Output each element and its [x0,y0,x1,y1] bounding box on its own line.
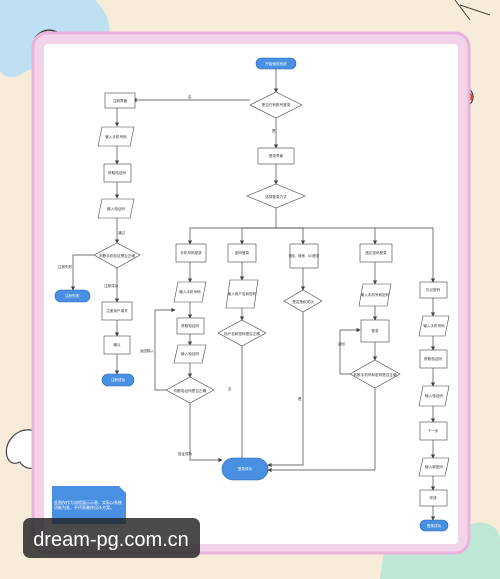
m3-decision-authorized [283,289,323,313]
m1-get-code-node [176,317,205,335]
decision-login-method [246,183,306,209]
login-screen-node [257,147,295,165]
m5-input-phone-text: 输入手机号码 [423,323,445,328]
m4-decision-text: 判断手机号和密码是否正确 [353,372,397,377]
start-terminal [255,57,297,70]
label-reg-fail: 注册失败 [58,264,72,269]
forgot-password-text: 忘记密码 [426,287,441,292]
method-phone-text: 手机号码登录 [180,250,202,255]
m2-decision-credentials-text: 用户名和密码是否正确 [224,331,260,336]
m1-decision-code [165,376,215,404]
get-code-text: 获取验证码 [108,170,126,175]
m2-decision-credentials [217,319,267,347]
start-terminal-text: 开始使用系统 [265,61,287,66]
method-forgot-login-text: 遗忘密码登录 [365,250,387,255]
m4-input-text: 输入手机号和密码 [361,292,390,297]
top-right-lines-decoration [454,0,491,21]
note-text: 此图仅作为流程展示示意，实际以系统功能为准，不代表最终设计方案。 [54,500,122,510]
end-terminal [221,457,269,481]
m1-input-code-node [173,344,207,364]
m1-input-phone-node [173,281,207,303]
label-back: 返回 [338,341,346,346]
m1-get-code-text: 获取验证码 [181,323,199,328]
m2-input-credentials-text: 输入用户名和密码 [228,291,257,296]
register-fail-terminal [54,289,91,303]
watermark-background [23,518,200,558]
method-social-text: 微信、微博、QQ登录 [289,253,320,258]
m5-done-text: 完成 [429,495,437,500]
method-social-node [289,243,319,269]
m5-new-password-text: 输入新密码 [425,464,443,469]
m5-new-password-node [418,457,450,477]
m4-decision [349,359,401,389]
m4-login-text: 登录 [371,328,379,333]
note-box-shape [52,486,126,524]
decision-verify-code-text: 判断手机验证是否正确 [99,253,135,258]
m1-decision-code-text: 判断验证码是否正确 [174,388,207,393]
set-user-info-node [101,301,133,321]
method-forgot-login-node [359,243,393,263]
note-box-text-container: 此图仅作为流程展示示意，实际以系统功能为准，不代表最终设计方案。 [54,500,122,510]
label-m1-fail: 返回输入 [140,348,154,353]
note-box: 此图仅作为流程展示示意，实际以系统功能为准，不代表最终设计方案。 [52,486,126,524]
get-code-node [103,163,132,183]
forgot-password-node [419,281,448,299]
m2-input-credentials-node [225,279,259,309]
label-m1-ok: 验证成功 [178,451,192,456]
decision-has-account-text: 是否已有账号登录 [262,102,291,107]
label-reg-ok: 注册成功 [104,283,118,288]
label-pass: 通过 [118,230,125,235]
input-code-text: 输入验证码 [107,206,125,211]
m5-end-terminal [419,519,449,532]
m5-input-phone-node [418,315,450,337]
m5-get-code-node [419,349,448,369]
set-user-info-text: 注册用户填写 [106,308,128,313]
m5-next-text: 下一步 [428,428,439,433]
label-yes: 是 [272,128,276,133]
connector-labels: 否 是 通过 注册失败 注册成功 返回输入 验证成功 否 是 返回 [58,95,346,456]
method-password-node [227,243,257,263]
connector-lines [70,68,436,521]
register-success-text: 注册成功 [111,377,126,382]
m4-input-node [358,283,392,307]
input-phone-text: 输入手机号码 [105,134,127,139]
m5-next-node [419,421,448,441]
watermark: dream-pg.com.cn [23,518,200,558]
decision-login-method-text: 选择登录方式 [265,194,287,199]
decision-verify-code [93,242,141,269]
label-no2: 否 [228,387,232,391]
login-screen-text: 登录界面 [269,153,284,158]
register-fail-text: 注册失败 [65,293,80,298]
input-code-node [97,198,135,219]
input-phone-node [97,126,135,147]
m5-done-node [419,489,448,507]
register-screen-text: 注册界面 [113,98,128,103]
method-phone-node [175,243,207,263]
m5-input-code-node [418,385,450,407]
label-no: 否 [188,95,192,99]
method-password-text: 密码登录 [235,250,250,255]
register-success-terminal [101,373,135,387]
m5-get-code-text: 获取验证码 [424,356,442,361]
label-yes2: 是 [298,396,302,401]
register-confirm-text: 确认 [113,342,121,347]
register-screen-node [104,92,136,109]
m3-decision-authorized-text: 是否授权成功 [292,299,314,304]
end-terminal-text: 登录成功 [238,466,253,471]
watermark-text: dream-pg.com.cn [33,529,189,551]
m4-login-node [360,319,390,343]
flowchart-nodes: 开始使用系统 是否已有账号登录 注册界面 输入手机号码 获取验证码 输入验证码 … [54,57,450,532]
m5-end-text: 登录成功 [427,523,442,528]
register-confirm-node [103,335,131,355]
m1-input-code-text: 输入验证码 [181,351,199,356]
decision-has-account [249,91,303,119]
m5-input-code-text: 输入验证码 [425,393,443,398]
m1-input-phone-text: 输入手机号码 [179,289,201,294]
